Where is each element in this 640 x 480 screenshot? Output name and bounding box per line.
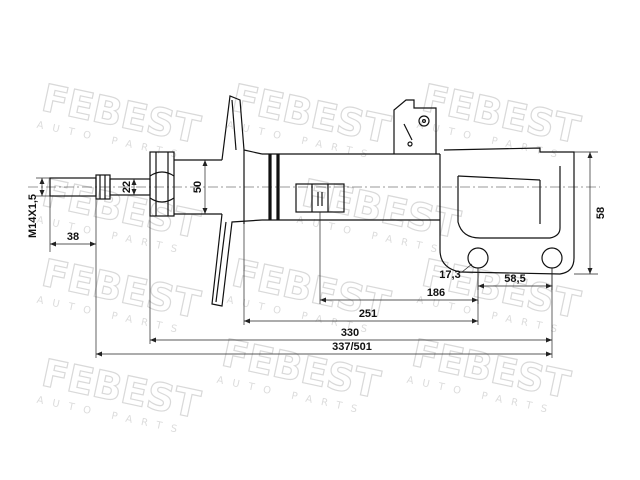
dimension-labels: M14X1,5 38 22 50 58 17,3 58,5 186 251 33…	[27, 181, 607, 353]
sensor-bracket	[393, 99, 437, 154]
bolt-hole-lower	[541, 247, 563, 269]
label-top-diameter: 50	[192, 181, 204, 193]
label-length-total: 337/501	[332, 341, 372, 353]
strut-tube	[262, 153, 440, 221]
label-bracket-height: 58	[595, 207, 607, 219]
watermark-layer: FEBEST AUTO PARTS FEBEST AUTO PARTS FEBE…	[36, 75, 585, 437]
label-length-186: 186	[427, 287, 445, 299]
label-rod-diameter: 22	[121, 181, 133, 193]
label-rod-length: 38	[67, 231, 79, 243]
knuckle-bracket	[439, 147, 575, 275]
label-bolt-spacing: 58,5	[504, 273, 525, 285]
spring-seat	[211, 95, 263, 307]
label-thread: M14X1,5	[27, 194, 39, 238]
dimension-arrows	[39, 152, 593, 357]
top-mount	[149, 151, 222, 217]
label-bolt-hole: 17,3	[439, 269, 460, 281]
label-length-330: 330	[341, 327, 359, 339]
seal-ring	[268, 154, 280, 220]
label-length-251: 251	[359, 308, 377, 320]
dimension-lines	[36, 151, 598, 358]
